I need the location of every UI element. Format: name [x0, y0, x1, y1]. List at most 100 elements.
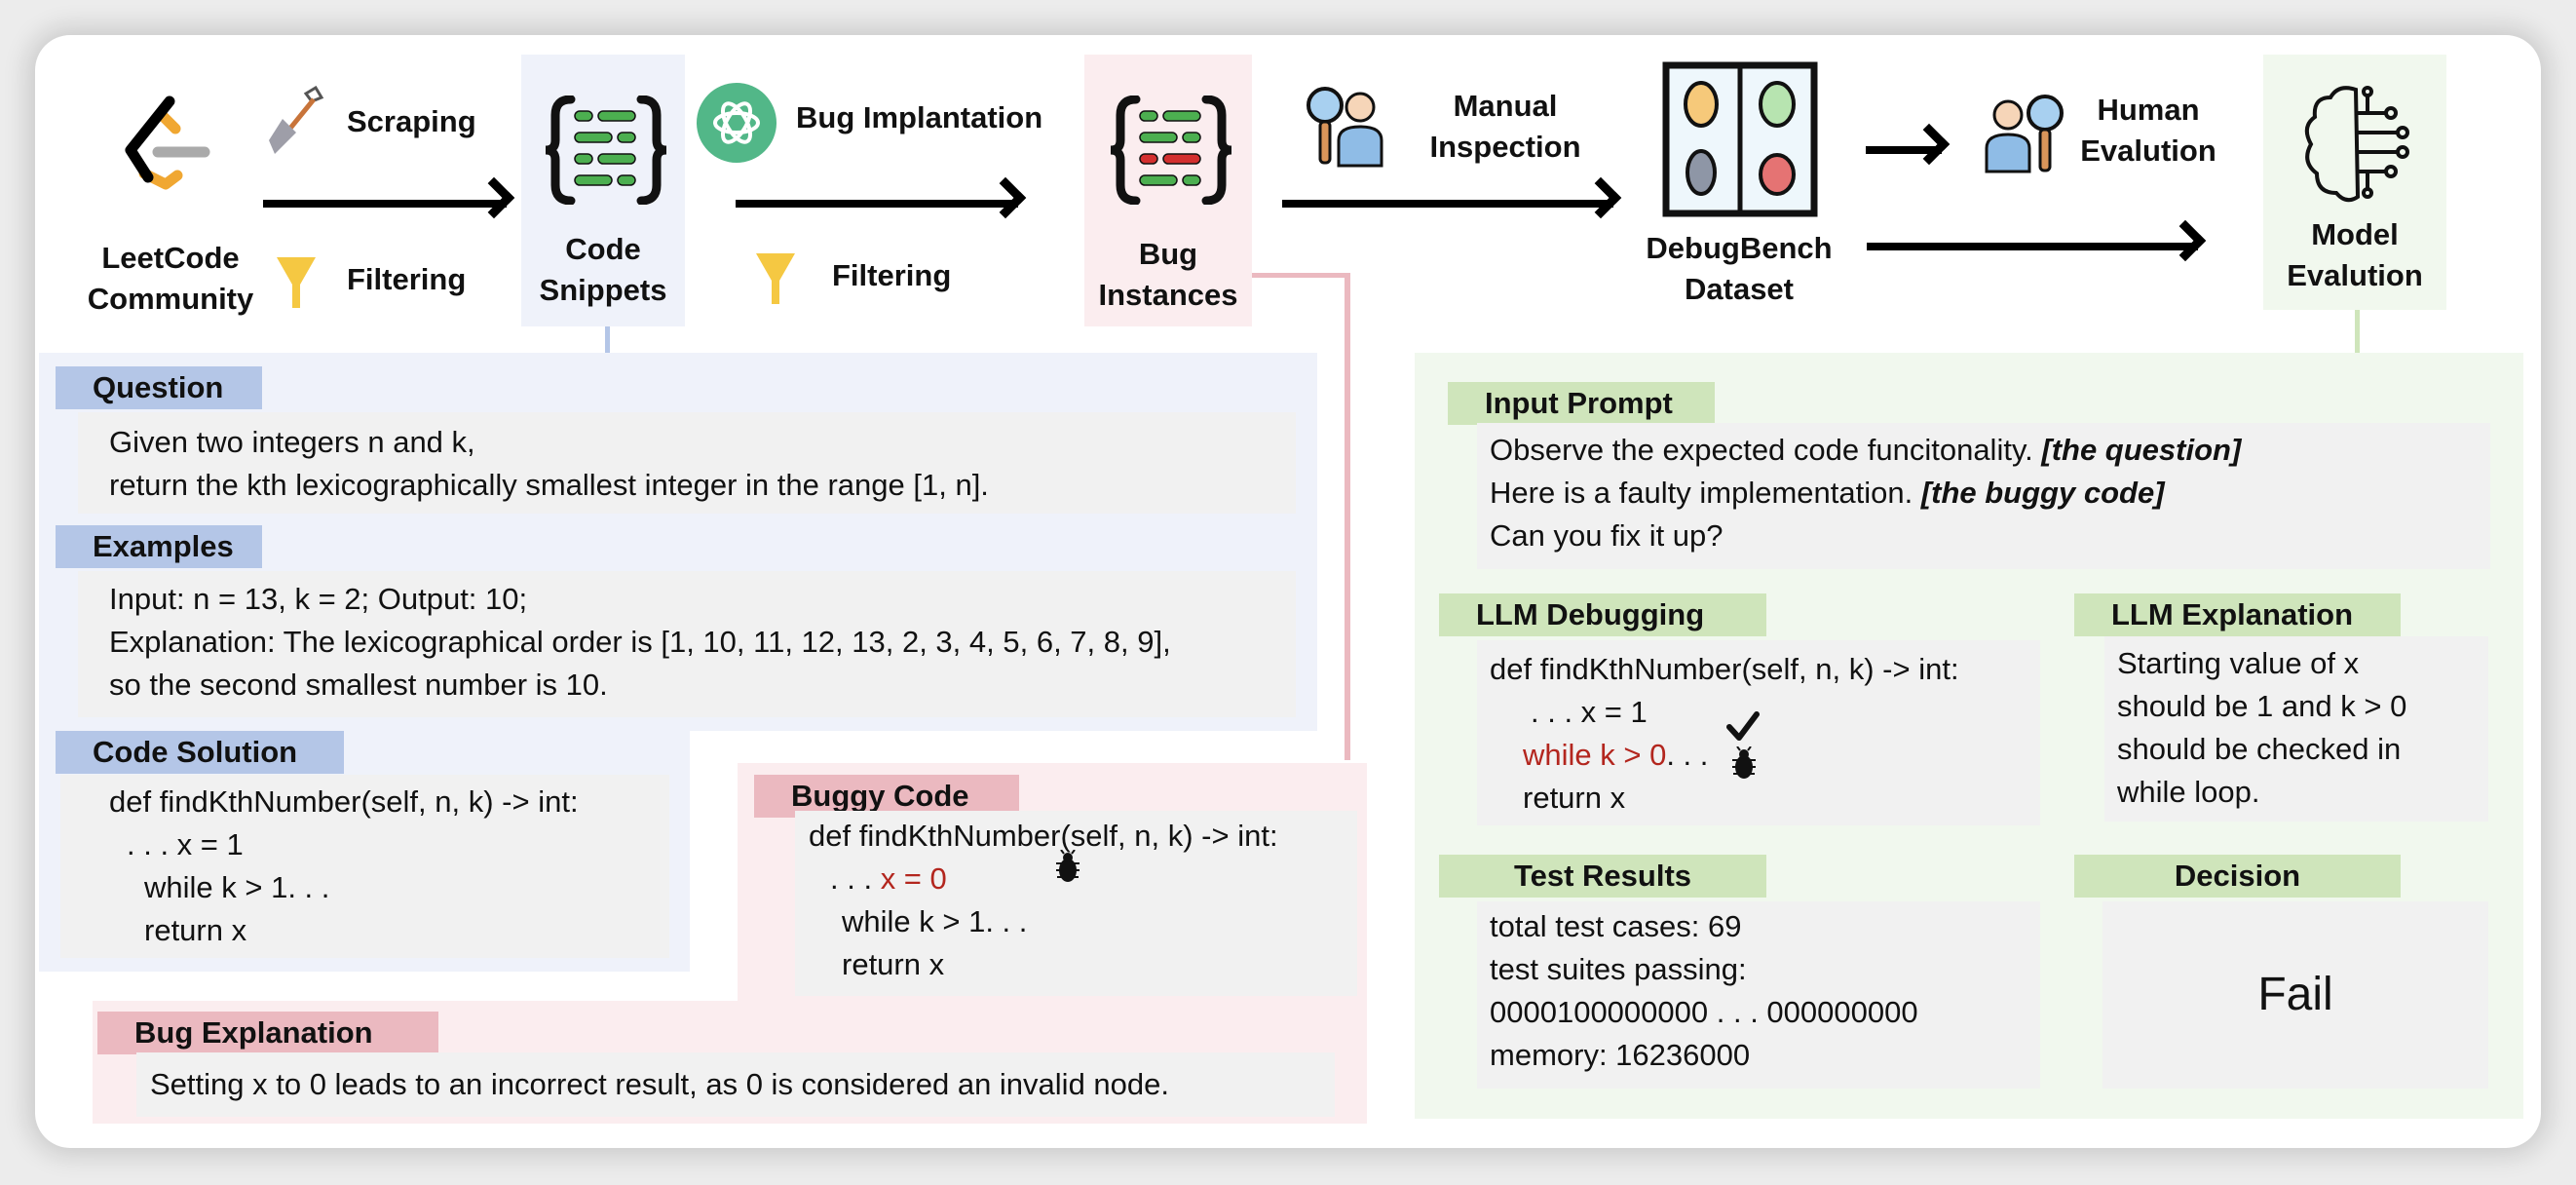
connector-snippets	[605, 326, 610, 353]
manual-inspection-label-line2: Inspection	[1429, 130, 1581, 164]
model-evaluation-label: Model Evalution	[2263, 214, 2446, 296]
prompt-text: Here is a faulty implementation.	[1490, 476, 1921, 510]
connector-instances-v	[1345, 273, 1350, 760]
input-prompt-box: Observe the expected code funcitonality.…	[1477, 423, 2490, 569]
filtering-label-1: Filtering	[347, 262, 467, 296]
human-evaluation-label: Human Evalution	[2075, 90, 2221, 172]
buggy-code-braces-icon	[1110, 96, 1232, 205]
explanation-line: should be checked in	[2117, 732, 2402, 766]
arrow-model-evaluation	[1867, 243, 2198, 250]
arrow-manual-inspection	[1282, 200, 1613, 208]
test-result-line: total test cases: 69	[1490, 909, 1742, 943]
bug-explanation-text: Setting x to 0 leads to an incorrect res…	[150, 1067, 1169, 1101]
bug-explanation-box: Setting x to 0 leads to an incorrect res…	[136, 1052, 1335, 1117]
bug-icon	[1056, 850, 1080, 882]
question-line: Given two integers n and k,	[109, 425, 475, 459]
code-prefix: . . .	[830, 861, 881, 896]
input-prompt-tag: Input Prompt	[1448, 382, 1715, 425]
decision-value: Fail	[2257, 969, 2333, 1020]
llm-debugging-tag: LLM Debugging	[1439, 593, 1766, 636]
bug-instances-label: Bug Instances	[1084, 234, 1252, 316]
human-evaluation-label-line2: Evalution	[2080, 134, 2216, 168]
code-line: return x	[1523, 781, 1626, 815]
leetcode-logo-icon	[125, 96, 210, 190]
code-line: def findKthNumber(self, n, k) -> int:	[1490, 652, 1959, 686]
decision-tag: Decision	[2074, 855, 2401, 898]
question-line: return the kth lexicographically smalles…	[109, 468, 989, 502]
manual-inspection-label: Manual Inspection	[1403, 86, 1608, 168]
human-evaluation-label-line1: Human	[2097, 93, 2200, 127]
connector-instances-h	[1252, 273, 1349, 278]
question-box: Given two integers n and k, return the k…	[78, 412, 1296, 514]
test-result-line: 0000100000000 . . . 000000000	[1490, 995, 1918, 1029]
human-evaluator-icon	[1985, 95, 2064, 173]
code-line: def findKthNumber(self, n, k) -> int:	[809, 819, 1278, 853]
code-line-bug: while k > 0. . .	[1490, 734, 2040, 777]
test-result-line: test suites passing:	[1490, 952, 1747, 986]
code-solution-tag: Code Solution	[56, 731, 344, 774]
dataset-label-line1: DebugBench	[1646, 231, 1833, 265]
arrow-human-evaluation	[1866, 146, 1942, 154]
source-label: LeetCode Community	[68, 238, 273, 320]
buggy-code-tag: Buggy Code	[754, 775, 1019, 818]
checkmark-icon	[1726, 711, 1760, 741]
code-line: return x	[144, 913, 247, 947]
test-results-tag: Test Results	[1439, 855, 1766, 898]
prompt-placeholder-buggy-code: [the buggy code]	[1920, 476, 2165, 510]
code-snippets-label-line1: Code	[565, 232, 641, 266]
llm-explanation-tag: LLM Explanation	[2074, 593, 2401, 636]
funnel-icon	[277, 257, 316, 308]
code-line: def findKthNumber(self, n, k) -> int:	[109, 784, 579, 819]
scraping-label: Scraping	[347, 104, 476, 138]
bug-implantation-label: Bug Implantation	[796, 100, 1043, 134]
code-snippets-label: Code Snippets	[521, 229, 685, 311]
prompt-placeholder-question: [the question]	[2041, 433, 2242, 467]
examples-tag: Examples	[56, 525, 262, 568]
code-line: while k > 1. . .	[842, 904, 1028, 938]
bug-grid-icon	[1662, 61, 1818, 217]
code-braces-icon	[545, 96, 667, 205]
example-line: so the second smallest number is 10.	[109, 668, 608, 702]
prompt-line: Here is a faulty implementation. [the bu…	[1490, 472, 2490, 515]
code-line: while k > 1. . .	[144, 870, 330, 904]
example-line: Explanation: The lexicographical order i…	[109, 625, 1171, 659]
test-results-box: total test cases: 69 test suites passing…	[1477, 901, 2040, 1089]
code-line-bug: . . . x = 0	[809, 858, 1357, 900]
funnel-icon	[756, 253, 795, 304]
dataset-label-line2: Dataset	[1685, 272, 1794, 306]
example-line: Input: n = 13, k = 2; Output: 10;	[109, 582, 528, 616]
shovel-icon	[269, 86, 324, 154]
arrow-bug-implantation	[736, 200, 1018, 208]
code-snippets-label-line2: Snippets	[539, 273, 667, 307]
test-result-line: memory: 16236000	[1490, 1038, 1751, 1072]
prompt-line: Can you fix it up?	[1490, 518, 1724, 553]
code-line: . . . x = 1	[127, 827, 244, 861]
bug-instances-label-line1: Bug	[1138, 237, 1198, 271]
code-line: . . . x = 1	[1531, 695, 1648, 729]
explanation-line: Starting value of x	[2117, 646, 2360, 680]
model-evaluation-label-line1: Model	[2311, 217, 2399, 251]
code-line: return x	[842, 947, 945, 981]
connector-model-eval	[2355, 310, 2360, 353]
bug-highlight: x = 0	[880, 861, 947, 896]
prompt-line: Observe the expected code funcitonality.…	[1490, 429, 2490, 472]
source-label-line1: LeetCode	[101, 241, 240, 275]
explanation-line: while loop.	[2117, 775, 2260, 809]
code-solution-box: def findKthNumber(self, n, k) -> int: . …	[60, 775, 669, 958]
arrow-scraping	[263, 200, 507, 208]
openai-logo-icon	[697, 83, 777, 163]
decision-box: Fail	[2102, 901, 2488, 1089]
explanation-line: should be 1 and k > 0	[2117, 689, 2407, 723]
examples-box: Input: n = 13, k = 2; Output: 10; Explan…	[78, 571, 1296, 717]
llm-debugging-box: def findKthNumber(self, n, k) -> int: . …	[1477, 640, 2040, 825]
prompt-text: Observe the expected code funcitonality.	[1490, 433, 2042, 467]
manual-inspection-label-line1: Manual	[1453, 89, 1558, 123]
bug-explanation-tag: Bug Explanation	[97, 1012, 438, 1054]
llm-explanation-box: Starting value of x should be 1 and k > …	[2104, 636, 2488, 822]
buggy-code-box: def findKthNumber(self, n, k) -> int: . …	[795, 811, 1357, 996]
source-label-line2: Community	[87, 282, 254, 316]
inspector-icon	[1307, 87, 1383, 168]
code-suffix: . . .	[1666, 738, 1709, 772]
ai-brain-icon	[2304, 86, 2409, 203]
question-tag: Question	[56, 366, 262, 409]
